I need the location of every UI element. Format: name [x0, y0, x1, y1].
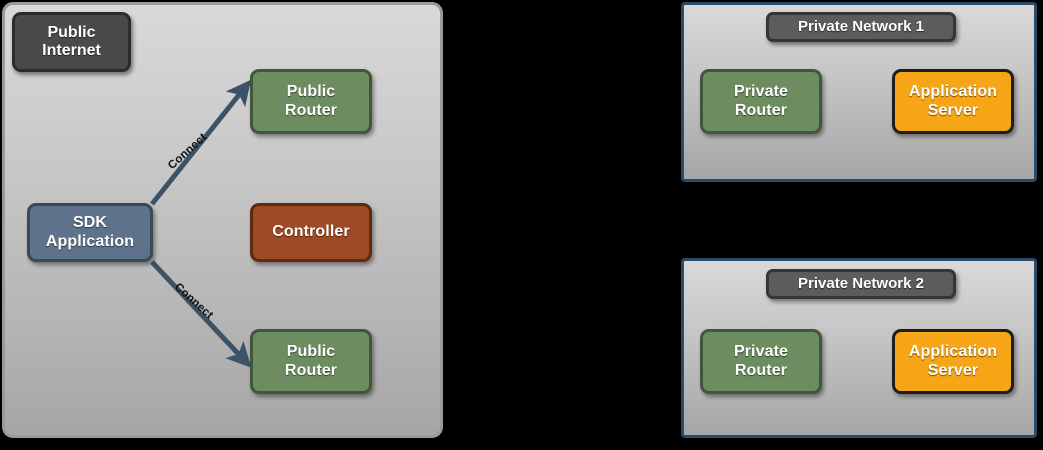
node-controller[interactable]: Controller — [250, 203, 372, 262]
node-public-router-bottom[interactable]: Public Router — [250, 329, 372, 394]
node-application-server-2[interactable]: Application Server — [892, 329, 1014, 394]
public-internet-label-chip: Public Internet — [12, 12, 131, 72]
node-sdk-application[interactable]: SDK Application — [27, 203, 153, 262]
node-private-router-2[interactable]: Private Router — [700, 329, 822, 394]
node-application-server-1[interactable]: Application Server — [892, 69, 1014, 134]
node-private-router-1[interactable]: Private Router — [700, 69, 822, 134]
private-network-1-title: Private Network 1 — [766, 12, 956, 42]
node-public-router-top[interactable]: Public Router — [250, 69, 372, 134]
private-network-2-title: Private Network 2 — [766, 269, 956, 299]
